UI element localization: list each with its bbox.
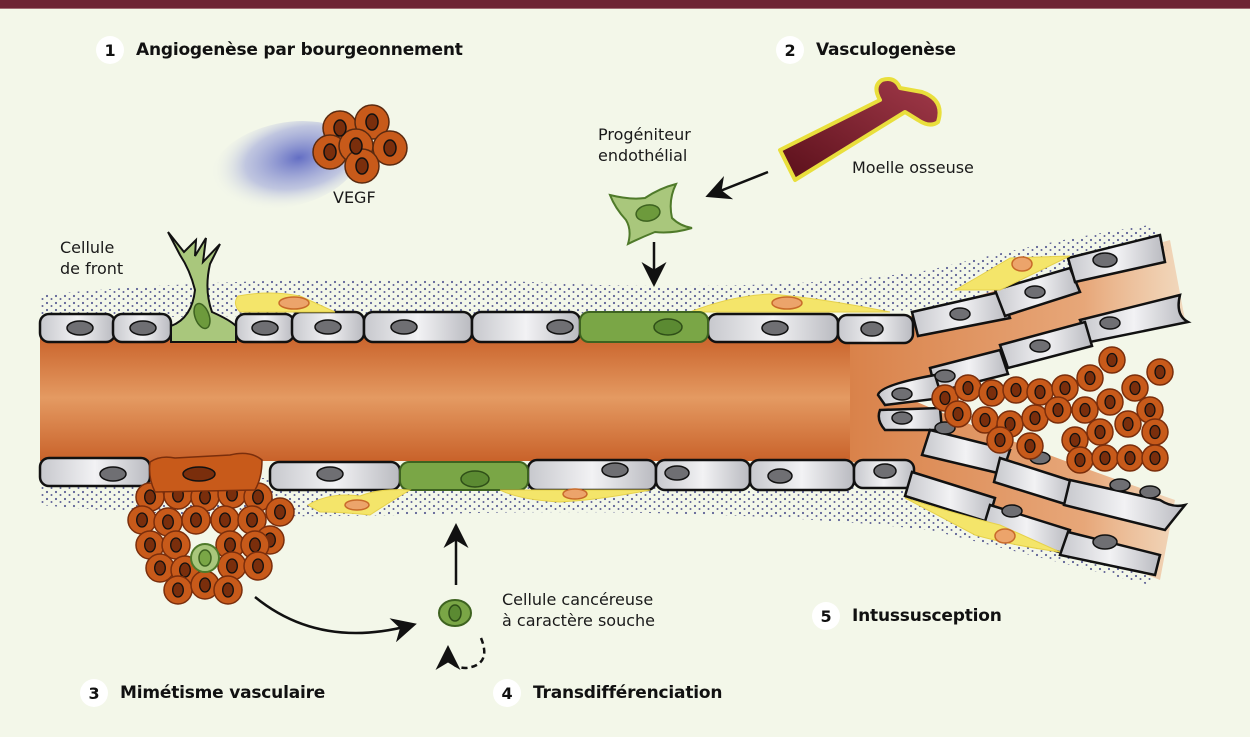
tumor-cell-nucleus <box>1144 402 1156 418</box>
step-number-1: 1 <box>96 36 124 64</box>
label-tip-cell: Cellule de front <box>60 238 124 278</box>
tumor-cell-nucleus <box>1079 402 1091 418</box>
tumor-cell-nucleus <box>219 512 231 528</box>
tumor-cell-nucleus <box>246 512 258 528</box>
tumor-cell-nucleus <box>994 432 1006 448</box>
tumor-cell-nucleus <box>252 489 264 505</box>
step-number-3: 3 <box>80 679 108 707</box>
label-cancer-stem-cell: Cellule cancéreuse à caractère souche <box>502 590 655 630</box>
arrow-marrow-to-progenitor <box>705 170 769 200</box>
pericyte-branch-top <box>953 255 1071 291</box>
arrow-mimicry-to-stem-cell <box>254 596 417 643</box>
tumor-cell-nucleus <box>1154 364 1166 380</box>
tumor-cell-nucleus <box>1124 450 1136 466</box>
vessel-lumen <box>40 335 860 461</box>
tumor-cell-nucleus <box>199 489 211 505</box>
tumor-cell-nucleus <box>986 385 998 401</box>
endothelial-bottom-nuclei <box>99 462 897 484</box>
label-vegf: VEGF <box>333 188 376 207</box>
tumor-cell-nucleus <box>170 537 182 553</box>
heading-text: Angiogenèse par bourgeonnement <box>136 40 463 60</box>
heading-vascular-mimicry: 3 Mimétisme vasculaire <box>80 679 325 707</box>
heading-intussusception: 5 Intussusception <box>812 602 1002 630</box>
tumor-cell-nucleus <box>1029 410 1041 426</box>
tumor-cell-nucleus <box>1149 424 1161 440</box>
tumor-cell-nucleus <box>1004 416 1016 432</box>
tumor-cell-nucleus <box>1149 450 1161 466</box>
heading-transdifferentiation: 4 Transdifférenciation <box>493 679 722 707</box>
tumor-cell-nucleus <box>962 380 974 396</box>
tip-cell <box>167 231 237 343</box>
heading-sprouting-angiogenesis: 1 Angiogenèse par bourgeonnement <box>96 36 463 64</box>
tumor-cell-nucleus <box>1122 416 1134 432</box>
self-renewal-arrow <box>435 637 486 671</box>
tumor-cell-nucleus <box>154 560 166 576</box>
tumor-cell-nucleus <box>1010 382 1022 398</box>
step-number-2: 2 <box>776 36 804 64</box>
tumor-cell-nucleus <box>939 390 951 406</box>
tumor-cell-nucleus <box>222 582 234 598</box>
tumor-cell-nucleus <box>252 558 264 574</box>
tumor-cell-nucleus <box>249 537 261 553</box>
tumor-cell-nucleus <box>1084 370 1096 386</box>
tumor-cell-nucleus <box>1099 450 1111 466</box>
tumor-cell-nucleus <box>1024 438 1036 454</box>
label-progenitor: Progéniteur endothélial <box>598 125 691 165</box>
bone-marrow <box>778 77 942 182</box>
tumor-cell-nucleus <box>172 582 184 598</box>
vegf-tumor-cluster <box>312 104 408 184</box>
pericyte-branch-bottom <box>904 497 1061 553</box>
heading-text: Vasculogenèse <box>816 40 956 60</box>
tumor-cell-nucleus <box>1069 432 1081 448</box>
tumor-cell-nucleus <box>1094 424 1106 440</box>
tumor-cell-nucleus <box>144 489 156 505</box>
tumor-cell-nucleus <box>952 406 964 422</box>
tumor-cell-nucleus <box>226 558 238 574</box>
tumor-cell-nucleus <box>1059 380 1071 396</box>
tumor-cell-nucleus <box>144 537 156 553</box>
step-number-4: 4 <box>493 679 521 707</box>
heading-vasculogenesis: 2 Vasculogenèse <box>776 36 956 64</box>
tumor-cell-nucleus <box>1034 384 1046 400</box>
tumor-cell-nucleus <box>1052 402 1064 418</box>
tumor-cell-nucleus <box>136 512 148 528</box>
heading-text: Transdifférenciation <box>533 683 723 703</box>
step-number-5: 5 <box>812 602 840 630</box>
header-bar <box>0 0 1250 9</box>
tumor-cell-nucleus <box>979 412 991 428</box>
tumor-cell-nucleus <box>199 577 211 593</box>
tumor-cell-nucleus <box>1074 452 1086 468</box>
tumor-cell-nucleus <box>1104 394 1116 410</box>
tumor-cell-nucleus <box>190 512 202 528</box>
tumor-cell-nucleus <box>1129 380 1141 396</box>
label-bone-marrow: Moelle osseuse <box>852 158 974 177</box>
heading-text: Mimétisme vasculaire <box>120 683 326 703</box>
tumor-cell-nucleus <box>179 562 191 578</box>
heading-text: Intussusception <box>852 606 1002 626</box>
vascular-mimicry-tumor <box>127 479 295 605</box>
matrix-top <box>40 225 1170 318</box>
intussusception-nuclei <box>891 252 1161 550</box>
green-endothelial-top <box>579 311 709 343</box>
tumor-cell-nucleus <box>1106 352 1118 368</box>
intussusception-blood-cells <box>931 346 1174 474</box>
tumor-cell-nucleus <box>274 504 286 520</box>
tumor-cell-nucleus <box>162 514 174 530</box>
endothelial-top-nuclei <box>66 319 884 337</box>
tumor-cell-nucleus <box>224 537 236 553</box>
